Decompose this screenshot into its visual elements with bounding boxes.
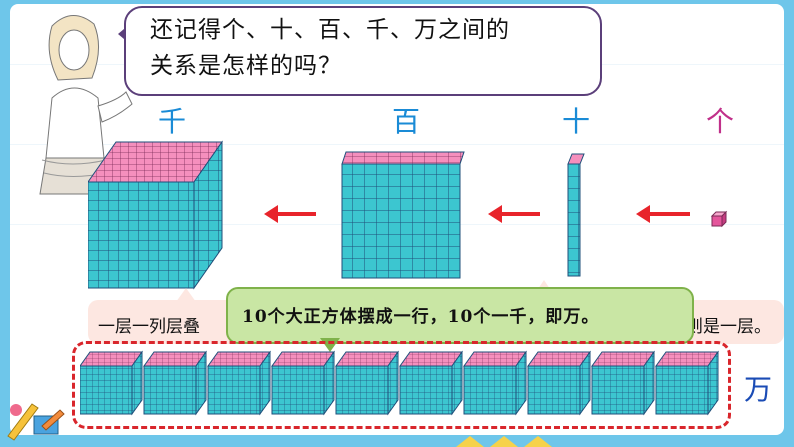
label-wan: 万 [744, 373, 773, 406]
explanation-text: 10个大正方体摆成一行，10个一千，即万。 [242, 307, 600, 327]
thousand-cube [88, 140, 223, 290]
arrow-left [488, 205, 540, 223]
thousand-cube-small [271, 351, 335, 415]
arrow-left [264, 205, 316, 223]
arrow-left [636, 205, 690, 223]
background-line [10, 144, 784, 145]
bottom-decoration [456, 436, 552, 447]
label-shi: 十 [562, 105, 591, 138]
thousand-cube-small [399, 351, 463, 415]
speech-text: 还记得个、十、百、千、万之间的 关系是怎样的吗？ [150, 12, 580, 84]
thousand-cube-small [527, 351, 591, 415]
stationery-icon [7, 403, 65, 441]
hundred-flat [341, 151, 465, 279]
hint-text-right: 则是一层。 [686, 317, 771, 337]
hint-bubble-left: 一层一列层叠 [88, 300, 238, 344]
unit-cube [710, 210, 728, 228]
thousand-cube-small [143, 351, 207, 415]
ten-rod [567, 153, 585, 277]
bubble-pointer [176, 288, 196, 302]
thousand-cube-small [335, 351, 399, 415]
speech-line-1: 还记得个、十、百、千、万之间的 [150, 17, 510, 43]
thousand-cube-small [80, 351, 143, 415]
ten-thousand-group [72, 341, 731, 429]
teacher-illustration [39, 15, 133, 195]
label-bai: 百 [392, 105, 421, 138]
thousand-cube-small [655, 351, 719, 415]
thousand-cube-small [207, 351, 271, 415]
speech-bubble [124, 6, 602, 96]
thousand-cube-small [591, 351, 655, 415]
label-ge: 个 [706, 105, 735, 138]
thousand-cube-small [463, 351, 527, 415]
hint-text-left: 一层一列层叠 [98, 317, 200, 337]
label-qian: 千 [158, 105, 187, 138]
speech-line-2: 关系是怎样的吗？ [150, 53, 342, 79]
cube-row [80, 351, 719, 415]
